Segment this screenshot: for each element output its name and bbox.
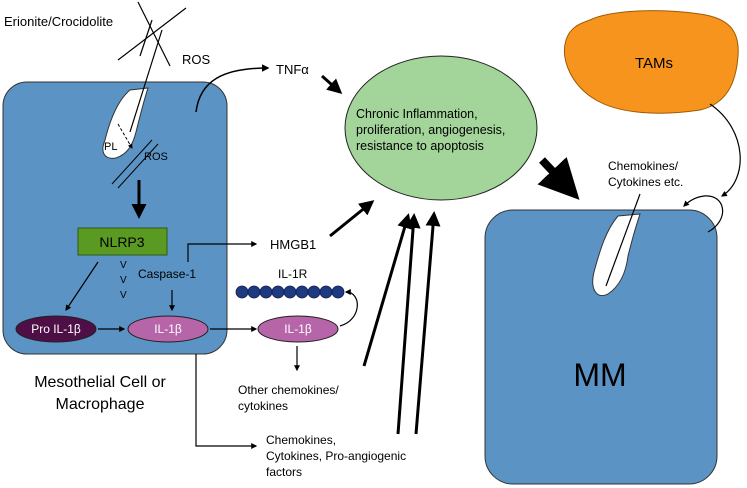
pro-il1b-ellipse xyxy=(15,315,97,343)
v-mark-3: V xyxy=(120,290,127,301)
v-mark-2: V xyxy=(120,275,127,286)
tnf-to-inflammation-arrow xyxy=(321,74,343,94)
tams-blob xyxy=(564,10,739,114)
cell-name-line1: Mesothelial Cell or xyxy=(34,374,166,391)
ros-top-label: ROS xyxy=(182,52,211,67)
ros-to-tnf-arrow xyxy=(195,64,270,113)
chemokines-line3: factors xyxy=(266,465,302,479)
other-chemokines-line2: cytokines xyxy=(238,399,288,413)
mm-label: MM xyxy=(573,357,626,393)
chemokines-line1: Chemokines, xyxy=(266,433,336,447)
chemokines-to-inflammation-arrow-2 xyxy=(414,211,441,435)
il1r-label: IL-1R xyxy=(278,267,308,281)
pro-il1b-label: Pro IL-1β xyxy=(31,322,81,336)
nlrp3-to-pro-il1b-arrow xyxy=(65,261,99,311)
hmgb1-label: HMGB1 xyxy=(270,237,316,252)
mm-fiber xyxy=(605,193,641,287)
il1r-receptor-chain xyxy=(235,285,345,299)
il1b-outer-ellipse xyxy=(257,315,339,343)
asbestos-fibers xyxy=(117,1,187,133)
il1b-inner-label: IL-1β xyxy=(154,322,182,336)
inflammation-to-mm-arrow xyxy=(537,156,580,200)
chemo-tams-line1: Chemokines/ xyxy=(608,159,679,173)
fiber-label: Erionite/Crocidolite xyxy=(4,14,113,29)
il1b-to-il1r-arrow xyxy=(339,289,358,327)
mm-pocket xyxy=(592,213,641,296)
caspase-label: Caspase-1 xyxy=(138,267,196,281)
ros-inner-label: ROS xyxy=(144,151,168,163)
other-chemokines-line1: Other chemokines/ xyxy=(238,383,339,397)
inflammation-line2: proliferation, angiogenesis, xyxy=(356,123,505,137)
chemokines-to-inflammation-arrow-1 xyxy=(396,213,421,435)
mm-cell xyxy=(484,209,718,485)
other-chemokines-to-inflammation-arrow xyxy=(362,213,412,367)
cell-to-chemokines-arrow xyxy=(195,354,258,449)
hmgb1-to-inflammation-arrow xyxy=(329,200,375,238)
caspase-to-hmgb1-arrow xyxy=(187,241,258,262)
nlrp3-box xyxy=(77,227,168,256)
il1b-outer-label: IL-1β xyxy=(284,322,312,336)
cell-name-line2: Macrophage xyxy=(56,396,145,413)
inflammation-line3: resistance to apoptosis xyxy=(356,139,484,153)
inflammation-line1: Chronic Inflammation, xyxy=(356,107,478,121)
v-mark-1: V xyxy=(120,260,127,271)
inflammation-ellipse xyxy=(344,55,538,201)
tnf-label: TNFα xyxy=(276,62,309,77)
inner-ros-strokes xyxy=(111,139,159,189)
mesothelial-cell xyxy=(2,81,228,355)
pl-label: PL xyxy=(104,141,117,153)
mm-autocrine-arrow xyxy=(683,195,724,233)
tams-label: TAMs xyxy=(635,55,673,72)
chemo-tams-line2: Cytokines etc. xyxy=(608,175,683,189)
tams-to-mm-arrow xyxy=(709,103,741,197)
cell-pocket xyxy=(102,87,149,159)
nlrp3-label: NLRP3 xyxy=(99,234,144,250)
chemokines-line2: Cytokines, Pro-angiogenic xyxy=(266,449,406,463)
il1b-inner-ellipse xyxy=(127,315,209,343)
